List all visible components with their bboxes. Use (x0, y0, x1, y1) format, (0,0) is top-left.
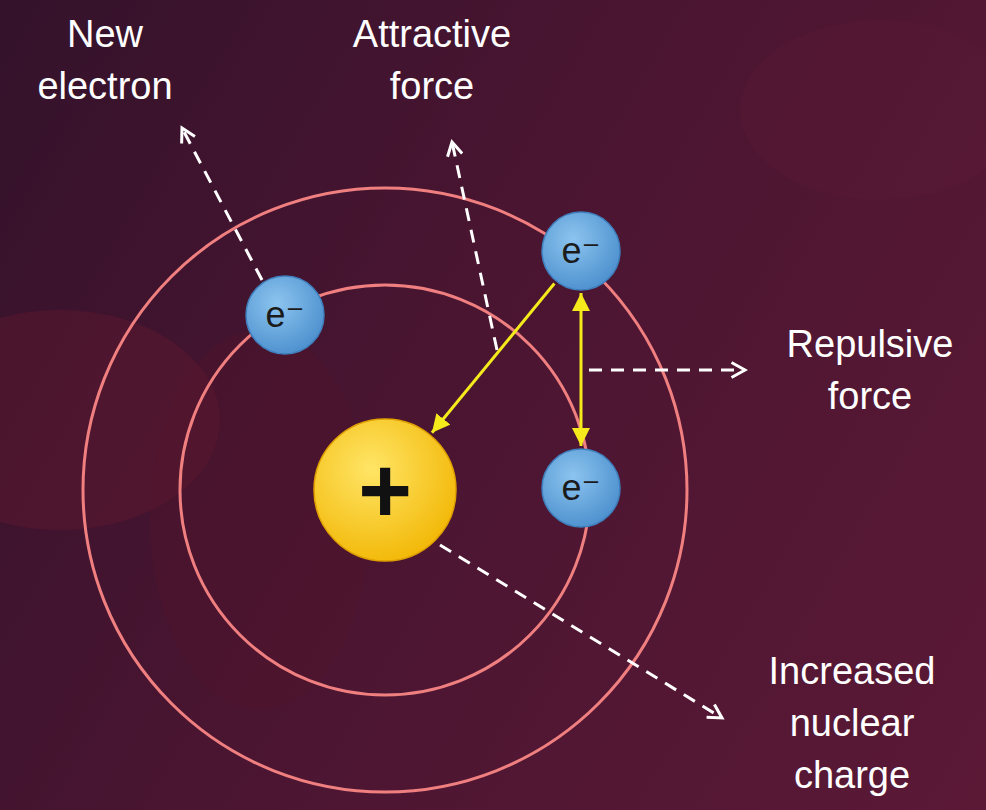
attractive-force-arrow (432, 283, 554, 432)
callout-label: Attractive force (327, 8, 537, 112)
leader-line (452, 142, 497, 350)
inner-shell (180, 285, 590, 695)
leader-line (589, 369, 745, 372)
callout-label: Repulsive force (765, 318, 975, 422)
electron-fill (246, 276, 324, 354)
electron-circle: e⁻ (541, 448, 621, 528)
electron-fill (542, 212, 620, 290)
nucleus-fill (314, 419, 456, 561)
nucleus-circle: + (313, 418, 457, 562)
electron-symbol: e⁻ (561, 470, 600, 506)
callout-label: New electron (10, 8, 200, 112)
electron-circle: e⁻ (541, 211, 621, 291)
leader-line (440, 545, 722, 718)
leader-line (182, 128, 262, 280)
outer-shell (83, 188, 687, 792)
callout-label: Increased nuclear charge (752, 645, 952, 801)
electron-symbol: e⁻ (265, 297, 304, 333)
charge-sign: + (358, 444, 412, 536)
electron-fill (542, 449, 620, 527)
repulsive-force-arrow (580, 293, 583, 446)
background-shape (740, 20, 986, 200)
electron-circle: e⁻ (245, 275, 325, 355)
electron-symbol: e⁻ (561, 233, 600, 269)
